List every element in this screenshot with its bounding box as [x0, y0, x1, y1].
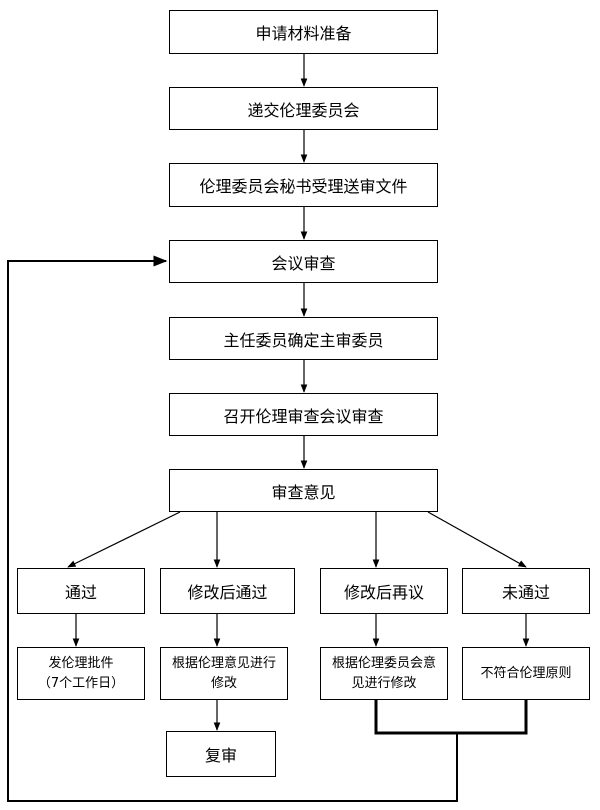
outcome-rejected-label: 未通过 — [501, 583, 550, 602]
step-re-review-label: 复审 — [204, 746, 237, 765]
outcome-modify-rereview: 修改后再议 — [320, 568, 448, 614]
feedback-loop — [7, 255, 458, 802]
step-convene-meeting: 召开伦理审查会议审查 — [169, 393, 438, 436]
step-convene-meeting-label: 召开伦理审查会议审查 — [223, 406, 384, 426]
outcome-approved: 通过 — [17, 568, 145, 614]
step-prepare-materials: 申请材料准备 — [169, 10, 438, 54]
outcome-modify-approve-label: 修改后通过 — [187, 583, 268, 602]
action-issue-approval-label: 发伦理批件 （7个工作日） — [37, 655, 125, 691]
step-secretary-accept-label: 伦理委员会秘书受理送审文件 — [199, 177, 408, 196]
outcome-rejected: 未通过 — [462, 568, 590, 614]
merge-bracket — [374, 700, 528, 735]
action-issue-approval: 发伦理批件 （7个工作日） — [17, 647, 145, 700]
step-secretary-accept: 伦理委员会秘书受理送审文件 — [169, 163, 438, 207]
outcome-approved-label: 通过 — [64, 583, 97, 602]
step-prepare-materials-label: 申请材料准备 — [255, 24, 352, 43]
outcome-modify-rereview-label: 修改后再议 — [343, 583, 424, 602]
arrow-to-rejected — [427, 511, 527, 568]
arrow-to-approved — [67, 511, 181, 568]
step-assign-reviewer-label: 主任委员确定主审委员 — [223, 330, 384, 350]
action-revise-by-members-label: 根据伦理委员会意 见进行修改 — [331, 655, 436, 691]
step-re-review: 复审 — [166, 731, 276, 777]
action-not-compliant: 不符合伦理原则 — [462, 647, 590, 700]
action-revise-by-opinion-label: 根据伦理意见进行 修改 — [171, 655, 276, 691]
action-not-compliant-label: 不符合伦理原则 — [480, 665, 572, 681]
step-submit-committee-label: 递交伦理委员会 — [247, 100, 360, 120]
action-revise-by-opinion: 根据伦理意见进行 修改 — [160, 647, 288, 700]
step-assign-reviewer: 主任委员确定主审委员 — [169, 317, 438, 360]
step-meeting-review: 会议审查 — [169, 240, 438, 283]
outcome-modify-approve: 修改后通过 — [160, 568, 295, 614]
step-review-opinion-label: 审查意见 — [271, 482, 336, 502]
step-submit-committee: 递交伦理委员会 — [169, 87, 438, 130]
step-meeting-review-label: 会议审查 — [271, 253, 336, 273]
step-review-opinion: 审查意见 — [169, 469, 438, 512]
action-revise-by-members: 根据伦理委员会意 见进行修改 — [320, 647, 448, 700]
